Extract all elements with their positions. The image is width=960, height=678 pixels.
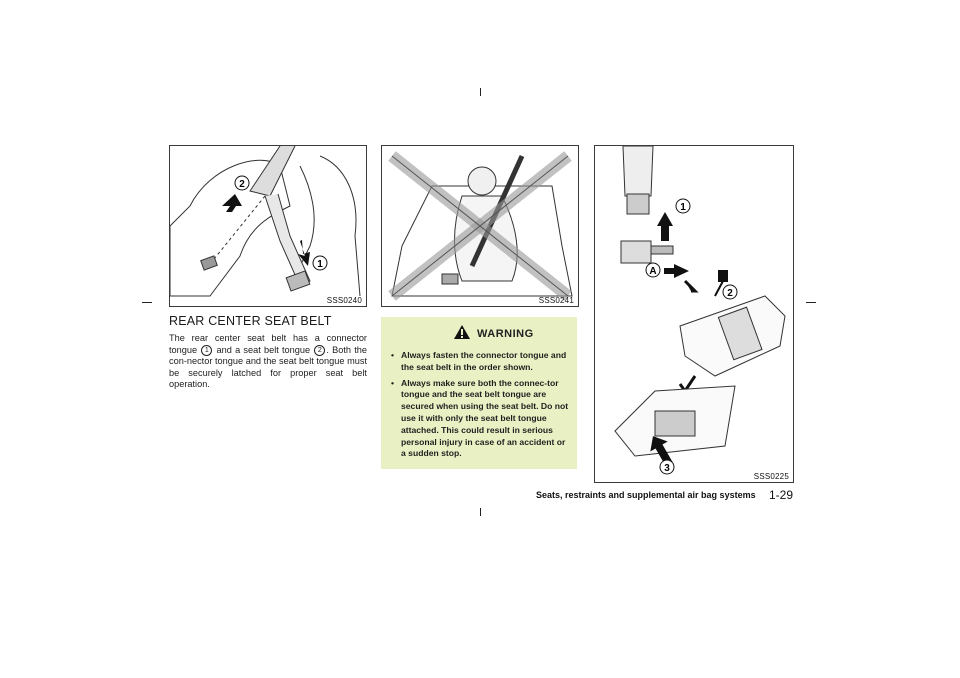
paragraph-part-3: . Both the con-nector tongue and the sea… (169, 344, 367, 390)
warning-item: •Always fasten the connector tongue and … (391, 350, 567, 372)
footer-section-name: Seats, restraints and supplemental air b… (536, 490, 756, 500)
figure-incorrect-use: SSS0241 (381, 145, 579, 307)
page-number: 1-29 (769, 488, 794, 502)
crop-mark-top (480, 88, 481, 96)
callout-1-inline: 1 (201, 344, 213, 356)
callout-2: 2 (239, 179, 245, 190)
figure-seat-belt-tongues: 2 1 SSS0240 (169, 145, 367, 307)
bullet-icon: • (391, 377, 395, 388)
callout-2: 2 (727, 288, 733, 299)
crop-mark-right (806, 302, 816, 303)
figure-3-illustration: 1 A 2 3 (614, 146, 786, 475)
section-paragraph: The rear center seat belt has a connecto… (169, 333, 367, 391)
callout-1: 1 (317, 259, 323, 270)
paragraph-part-2: and a seat belt tongue (216, 344, 311, 355)
warning-box: WARNING •Always fasten the connector ton… (381, 317, 577, 469)
figure-code: SSS0240 (326, 296, 362, 305)
figure-2-illustration (388, 151, 573, 301)
figure-1-illustration: 2 1 (170, 146, 361, 297)
callout-a: A (649, 266, 656, 277)
bullet-icon: • (391, 350, 395, 360)
figure-fastening-order: 1 A 2 3 SSS0225 (594, 145, 794, 483)
crop-mark-bottom (480, 508, 481, 516)
figure-code: SSS0225 (753, 472, 789, 481)
callout-1: 1 (680, 202, 686, 213)
warning-list: •Always fasten the connector tongue and … (391, 350, 571, 464)
warning-title: WARNING (477, 328, 534, 340)
warning-icon (454, 325, 470, 339)
paragraph-part-1: The rear center seat belt has a connecto… (169, 333, 367, 355)
warning-item: •Always make sure both the connec-tor to… (391, 377, 569, 459)
section-title: REAR CENTER SEAT BELT (169, 314, 332, 328)
crop-mark-left (142, 302, 152, 303)
callout-2-inline: 2 (314, 344, 326, 356)
figure-code: SSS0241 (538, 296, 574, 305)
callout-3: 3 (664, 463, 670, 474)
